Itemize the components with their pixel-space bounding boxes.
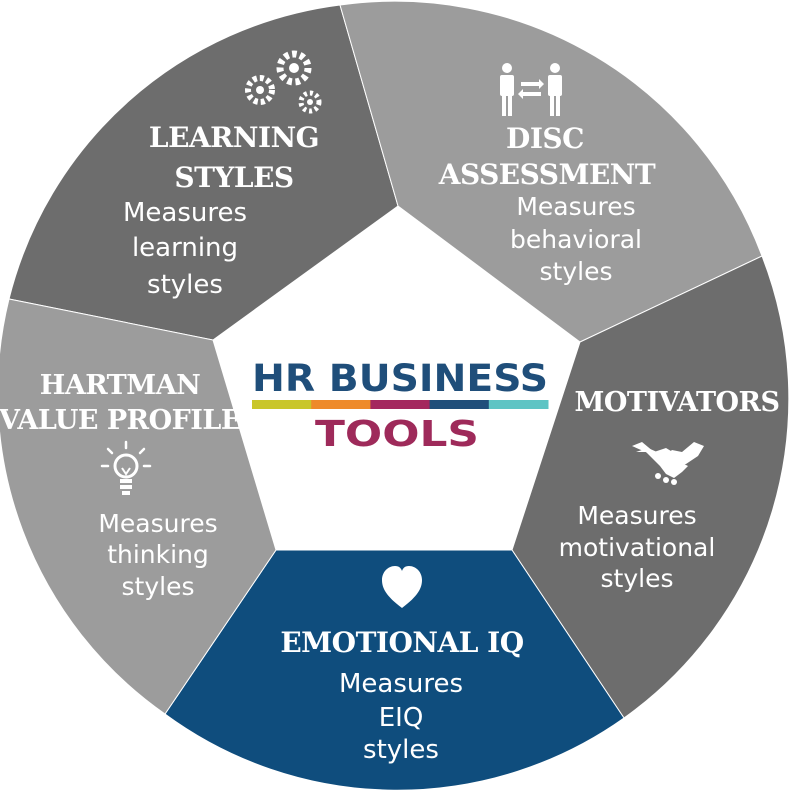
emotional-iq-title: EMOTIONAL IQ xyxy=(280,626,523,659)
segment-motivators[interactable] xyxy=(511,255,790,719)
people-exchange-icon xyxy=(500,63,562,116)
center-pentagon xyxy=(213,206,580,550)
logo: HR BUSINESS TOOLS xyxy=(252,357,549,455)
logo-stripe-segment xyxy=(370,400,431,409)
hartman-desc-3: styles xyxy=(122,572,195,601)
disc-assessment-desc-1: Measures xyxy=(516,192,635,221)
logo-stripe-segment xyxy=(429,400,490,409)
gears-icon xyxy=(245,50,322,114)
disc-assessment-desc-2: behavioral xyxy=(510,225,642,254)
motivators-content: MOTIVATORS Measures motivational styles xyxy=(559,387,780,593)
motivators-desc-2: motivational xyxy=(559,533,716,562)
learning-styles-title-1: LEARNING xyxy=(149,121,319,154)
hartman-title-1: HARTMAN xyxy=(40,370,201,401)
learning-styles-desc-3: styles xyxy=(147,270,223,300)
segment-emotional-iq[interactable] xyxy=(164,549,625,791)
hartman-value-profile-content: HARTMAN VALUE PROFILE Measures thinking … xyxy=(0,370,241,601)
segment-hartman-value-profile[interactable] xyxy=(0,298,277,715)
segment-disc-assessment[interactable] xyxy=(339,0,763,343)
logo-stripe xyxy=(252,400,549,409)
logo-stripe-segment xyxy=(311,400,371,409)
disc-assessment-title-2: ASSESSMENT xyxy=(438,158,656,191)
hartman-title-2: VALUE PROFILE xyxy=(0,405,241,436)
learning-styles-title-2: STYLES xyxy=(174,161,293,194)
motivators-desc-3: styles xyxy=(601,564,674,593)
learning-styles-desc-2: learning xyxy=(132,233,238,263)
logo-line1: HR BUSINESS xyxy=(252,357,548,400)
hartman-desc-1: Measures xyxy=(98,509,217,538)
disc-assessment-title-1: DISC xyxy=(506,122,584,155)
emotional-iq-content: EMOTIONAL IQ Measures EIQ styles xyxy=(280,566,524,765)
heart-icon xyxy=(382,566,422,608)
handshake-icon xyxy=(632,442,704,485)
motivators-desc-1: Measures xyxy=(577,501,696,530)
emotional-iq-desc-2: EIQ xyxy=(379,703,424,733)
learning-styles-desc-1: Measures xyxy=(123,198,247,228)
lightbulb-icon xyxy=(100,440,152,495)
learning-styles-content: LEARNING STYLES Measures learning styles xyxy=(123,50,322,300)
logo-stripe-segment xyxy=(252,400,312,409)
disc-assessment-desc-3: styles xyxy=(540,257,613,286)
emotional-iq-desc-1: Measures xyxy=(339,669,463,699)
logo-line2: TOOLS xyxy=(315,414,479,455)
hartman-desc-2: thinking xyxy=(107,540,209,569)
emotional-iq-desc-3: styles xyxy=(363,735,439,765)
disc-assessment-content: DISC ASSESSMENT Measures behavioral styl… xyxy=(438,63,656,286)
motivators-title: MOTIVATORS xyxy=(574,387,779,418)
logo-stripe-segment xyxy=(488,400,549,409)
segment-learning-styles[interactable] xyxy=(8,4,399,341)
